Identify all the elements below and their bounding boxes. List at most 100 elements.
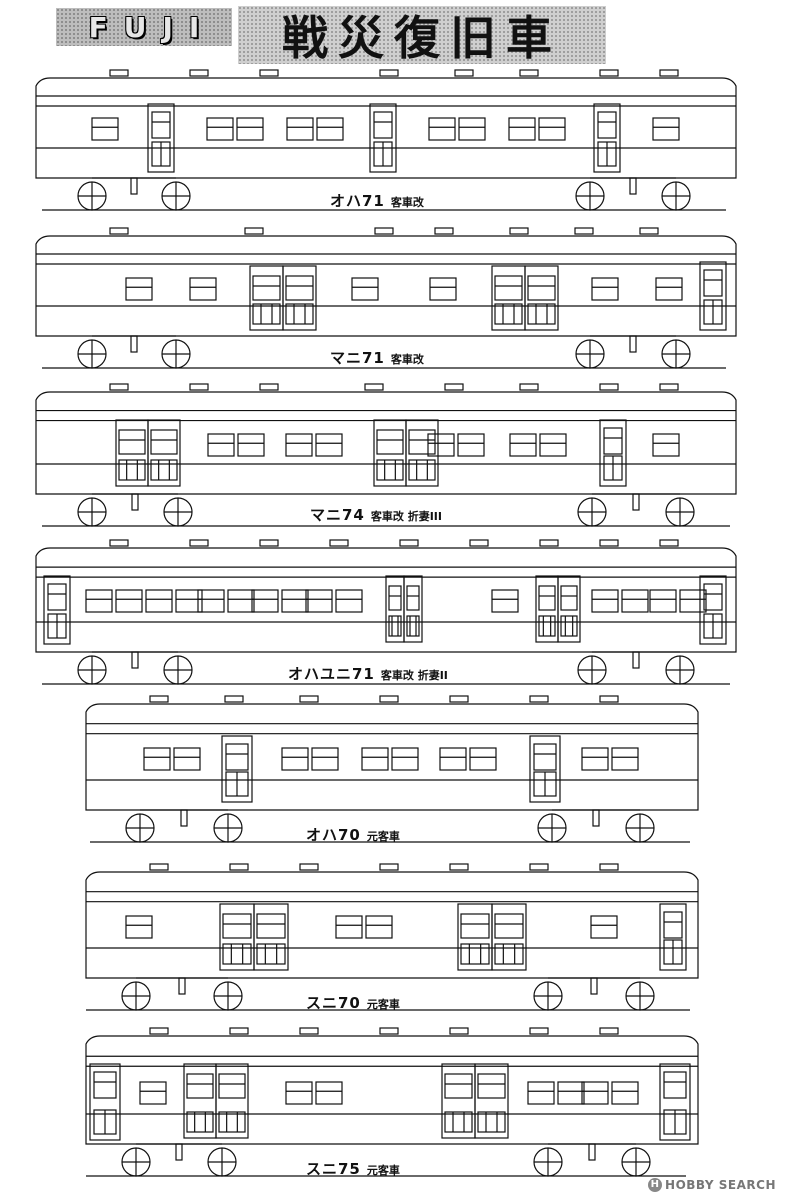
window — [315, 433, 343, 457]
window — [590, 915, 618, 939]
window — [538, 117, 566, 141]
roof-vent — [659, 69, 679, 77]
window — [335, 589, 363, 613]
roof-vent — [224, 695, 244, 703]
window — [557, 1081, 585, 1105]
car-body — [85, 871, 699, 979]
roof-vent — [599, 695, 619, 703]
page-title: 戦災復旧車 — [238, 6, 606, 65]
page-title-text: 戦災復旧車 — [282, 11, 562, 65]
window — [581, 747, 609, 771]
car-note: 客車改 — [390, 353, 424, 366]
roof-vent — [434, 227, 454, 235]
roof-vent — [364, 383, 384, 391]
window — [311, 747, 339, 771]
window — [145, 589, 173, 613]
window — [285, 1081, 313, 1105]
door — [659, 1063, 691, 1141]
car-model: マニ74 — [310, 506, 365, 524]
roof-vent — [469, 539, 489, 547]
roof-vent — [189, 383, 209, 391]
roof-vent — [189, 539, 209, 547]
window — [428, 117, 456, 141]
window — [361, 747, 389, 771]
window — [621, 589, 649, 613]
window — [91, 117, 119, 141]
window — [457, 433, 485, 457]
roof-vent — [379, 863, 399, 871]
window — [286, 117, 314, 141]
door-leaf — [282, 265, 317, 331]
window — [365, 915, 393, 939]
car-mani71 — [35, 227, 737, 369]
roof-vent — [299, 1027, 319, 1035]
door — [221, 735, 253, 803]
roof-vent — [299, 863, 319, 871]
car-suni70 — [85, 863, 699, 1011]
car-model: オハユニ71 — [288, 665, 375, 683]
window — [655, 277, 683, 301]
window — [285, 433, 313, 457]
roof-vent — [599, 383, 619, 391]
car-note: 客車改 折妻III — [370, 510, 442, 523]
car-model: オハ70 — [306, 826, 361, 844]
car-note: 元客車 — [366, 1164, 400, 1177]
roof-vent — [259, 69, 279, 77]
roof-vent — [519, 383, 539, 391]
roof-vent — [449, 1027, 469, 1035]
roof-vent — [599, 863, 619, 871]
roof-vent — [529, 1027, 549, 1035]
brand-logo: FUJI — [56, 8, 232, 46]
roof-vent — [109, 69, 129, 77]
window — [427, 433, 455, 457]
window — [237, 433, 265, 457]
car-oha70 — [85, 695, 699, 843]
door-leaf — [491, 903, 527, 971]
window — [189, 277, 217, 301]
car-body — [35, 391, 737, 495]
window — [611, 747, 639, 771]
window — [173, 747, 201, 771]
door-leaf — [183, 1063, 217, 1139]
roof-vent — [374, 227, 394, 235]
window — [85, 589, 113, 613]
window — [649, 589, 677, 613]
roof-vent — [449, 863, 469, 871]
hobby-search-logo-icon: H — [648, 1178, 663, 1192]
window — [139, 1081, 167, 1105]
window — [197, 589, 225, 613]
window — [125, 915, 153, 939]
roof-vent — [329, 539, 349, 547]
window — [281, 589, 309, 613]
door-leaf — [405, 419, 439, 487]
roof-vent — [599, 539, 619, 547]
door-leaf — [147, 419, 181, 487]
car-body — [85, 703, 699, 811]
window — [227, 589, 255, 613]
door — [593, 103, 621, 173]
window — [316, 117, 344, 141]
window — [143, 747, 171, 771]
window — [539, 433, 567, 457]
window — [206, 117, 234, 141]
door-leaf — [524, 265, 559, 331]
roof-vent — [149, 695, 169, 703]
window — [469, 747, 497, 771]
car-note: 客車改 — [390, 196, 424, 209]
window — [509, 433, 537, 457]
window — [207, 433, 235, 457]
window — [652, 117, 680, 141]
door-leaf — [557, 575, 581, 643]
roof-vent — [599, 69, 619, 77]
car-body — [35, 77, 737, 179]
roof-vent — [444, 383, 464, 391]
window — [251, 589, 279, 613]
door — [659, 903, 687, 971]
roof-vent — [244, 227, 264, 235]
window — [315, 1081, 343, 1105]
window — [527, 1081, 555, 1105]
